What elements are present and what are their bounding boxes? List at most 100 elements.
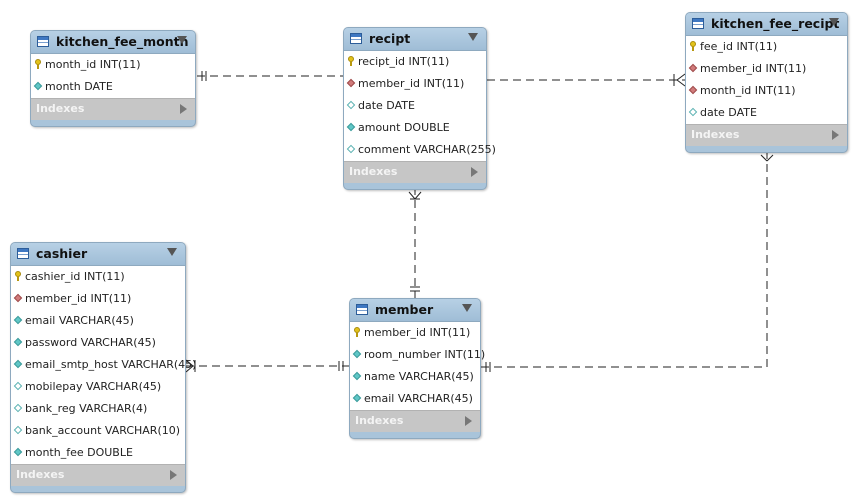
table-name: kitchen_fee_month (56, 34, 189, 49)
column-list: cashier_id INT(11)member_id INT(11) email… (11, 265, 196, 464)
column-definition: password VARCHAR(45) (25, 336, 156, 349)
not-null-column-icon (13, 447, 23, 457)
column-row[interactable]: password VARCHAR(45) (11, 332, 185, 354)
table-footer (686, 146, 847, 152)
indexes-section[interactable]: Indexes (686, 124, 847, 146)
table-header[interactable]: cashier (11, 243, 185, 265)
table-footer (344, 183, 486, 189)
column-definition: date DATE (358, 99, 415, 112)
table-header[interactable]: member (350, 299, 480, 321)
column-row[interactable]: recipt_id INT(11) (344, 51, 486, 73)
column-row[interactable]: month_id INT(11) (686, 80, 847, 102)
expand-arrow-icon[interactable] (465, 416, 472, 426)
column-icon (688, 107, 698, 117)
crowfoot-mark (414, 191, 422, 200)
table-footer (31, 120, 195, 126)
table-header[interactable]: kitchen_fee_month (31, 31, 195, 53)
expand-arrow-icon[interactable] (170, 470, 177, 480)
crowfoot-mark (185, 365, 194, 373)
column-definition: member_id INT(11) (364, 326, 471, 339)
column-row[interactable]: date DATE (344, 95, 486, 117)
column-row[interactable]: comment VARCHAR(255) (344, 139, 496, 161)
not-null-column-icon (346, 122, 356, 132)
column-definition: bank_account VARCHAR(10) (25, 424, 181, 437)
table-header[interactable]: kitchen_fee_recipt (686, 13, 847, 35)
primary-key-icon (35, 59, 42, 69)
foreign-key-icon (688, 85, 698, 95)
table-name: cashier (36, 246, 88, 261)
collapse-arrow-icon[interactable] (462, 304, 472, 312)
column-icon (13, 403, 23, 413)
table-member[interactable]: member member_id INT(11) room_number INT(1… (349, 298, 485, 439)
indexes-section[interactable]: Indexes (31, 98, 195, 120)
column-definition: month_id INT(11) (45, 58, 141, 71)
expand-arrow-icon[interactable] (471, 167, 478, 177)
column-row[interactable]: member_id INT(11) (344, 73, 486, 95)
not-null-column-icon (352, 349, 362, 359)
column-icon (13, 425, 23, 435)
column-definition: email VARCHAR(45) (364, 392, 473, 405)
crowfoot-mark (676, 79, 686, 87)
indexes-label: Indexes (355, 414, 404, 427)
column-row[interactable]: month DATE (31, 76, 195, 98)
column-row[interactable]: bank_reg VARCHAR(4) (11, 398, 185, 420)
column-icon (346, 100, 356, 110)
column-row[interactable]: room_number INT(11) (350, 344, 485, 366)
foreign-key-icon (688, 63, 698, 73)
foreign-key-icon (346, 78, 356, 88)
column-row[interactable]: date DATE (686, 102, 847, 124)
primary-key-icon (348, 56, 355, 66)
column-row[interactable]: name VARCHAR(45) (350, 366, 480, 388)
column-definition: month DATE (45, 80, 113, 93)
table-name: member (375, 302, 434, 317)
column-row[interactable]: member_id INT(11) (11, 288, 185, 310)
primary-key-icon (15, 271, 22, 281)
table-cashier[interactable]: cashier cashier_id INT(11)member_id INT(1… (10, 242, 196, 493)
expand-arrow-icon[interactable] (832, 130, 839, 140)
crowfoot-mark (185, 359, 194, 367)
collapse-arrow-icon[interactable] (177, 36, 187, 44)
table-header[interactable]: recipt (344, 28, 486, 50)
column-row[interactable]: mobilepay VARCHAR(45) (11, 376, 185, 398)
column-row[interactable]: email VARCHAR(45) (350, 388, 480, 410)
column-row[interactable]: fee_id INT(11) (686, 36, 847, 58)
column-icon (13, 381, 23, 391)
indexes-section[interactable]: Indexes (11, 464, 185, 486)
collapse-arrow-icon[interactable] (829, 18, 839, 26)
table-icon (356, 304, 368, 315)
column-row[interactable]: member_id INT(11) (686, 58, 847, 80)
column-row[interactable]: email_smtp_host VARCHAR(45) (11, 354, 196, 376)
column-row[interactable]: month_id INT(11) (31, 54, 195, 76)
table-icon (350, 33, 362, 44)
column-row[interactable]: bank_account VARCHAR(10) (11, 420, 185, 442)
primary-key-icon (690, 41, 697, 51)
column-definition: month_fee DOUBLE (25, 446, 133, 459)
table-kitchen-fee-recipt[interactable]: kitchen_fee_recipt fee_id INT(11)member_i… (685, 12, 848, 153)
column-row[interactable]: member_id INT(11) (350, 322, 480, 344)
table-icon (37, 36, 49, 47)
column-row[interactable]: amount DOUBLE (344, 117, 486, 139)
column-row[interactable]: cashier_id INT(11) (11, 266, 185, 288)
column-definition: email VARCHAR(45) (25, 314, 134, 327)
column-definition: bank_reg VARCHAR(4) (25, 402, 148, 415)
table-name: kitchen_fee_recipt (711, 16, 840, 31)
table-icon (692, 18, 704, 29)
collapse-arrow-icon[interactable] (167, 248, 177, 256)
expand-arrow-icon[interactable] (180, 104, 187, 114)
not-null-column-icon (13, 315, 23, 325)
column-definition: name VARCHAR(45) (364, 370, 474, 383)
column-row[interactable]: email VARCHAR(45) (11, 310, 185, 332)
collapse-arrow-icon[interactable] (468, 33, 478, 41)
not-null-column-icon (352, 393, 362, 403)
table-kitchen-fee-month[interactable]: kitchen_fee_month month_id INT(11) month D… (30, 30, 196, 127)
crowfoot-mark (676, 73, 686, 81)
column-row[interactable]: month_fee DOUBLE (11, 442, 185, 464)
table-footer (11, 486, 185, 492)
indexes-section[interactable]: Indexes (344, 161, 486, 183)
crowfoot-mark (760, 154, 768, 162)
indexes-section[interactable]: Indexes (350, 410, 480, 432)
relationship-line-member-to-fee-recipt (481, 150, 768, 368)
